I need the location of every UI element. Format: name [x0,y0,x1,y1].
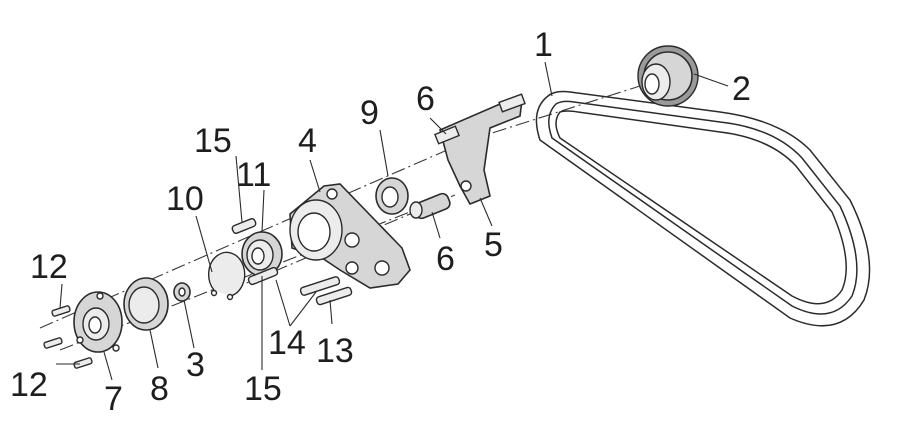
callout-small-washer: 3 [186,346,205,384]
callout-bracket: 4 [298,122,317,160]
drive-belt [535,90,871,327]
pin-lower [409,192,451,220]
tensioner-arm [439,93,526,206]
pin-upper [434,125,460,145]
bolt-lower [315,286,353,306]
pin-top [231,218,257,234]
callout-bearing: 11 [236,156,271,194]
callout-pin-upper: 6 [416,80,435,118]
callout-spacer-washer: 9 [360,94,379,132]
callout-bolts-pair: 14 [268,324,306,362]
spacer-washer [375,177,409,215]
sprocket [637,45,699,107]
callout-screw-bottom: 12 [10,366,48,404]
callout-belt: 1 [534,26,553,64]
callout-pin-bottom: 15 [244,370,282,408]
mounting-bracket [289,183,411,289]
screw-top [51,305,71,317]
circlip [208,251,246,301]
callout-pin-top: 15 [194,122,232,160]
callout-tensioner-arm: 5 [484,226,503,264]
cover-plate [73,291,123,353]
screw-bottom [43,337,93,369]
callout-pin-lower: 6 [436,240,455,278]
seal-ring [123,277,169,331]
callout-screw-top: 12 [30,248,68,286]
small-washer [173,282,191,302]
callout-sprocket: 2 [732,70,751,108]
callout-cover-plate: 7 [104,380,123,418]
callout-bolt-long: 13 [316,332,354,370]
pin-bottom [247,266,279,286]
leader-lines [56,61,729,381]
bolt-upper [299,276,341,296]
callout-seal-ring: 8 [150,370,169,408]
callout-circlip: 10 [166,180,204,218]
callout-labels: 1 2 3 4 5 6 6 7 8 9 10 11 12 12 13 14 15… [10,26,751,418]
